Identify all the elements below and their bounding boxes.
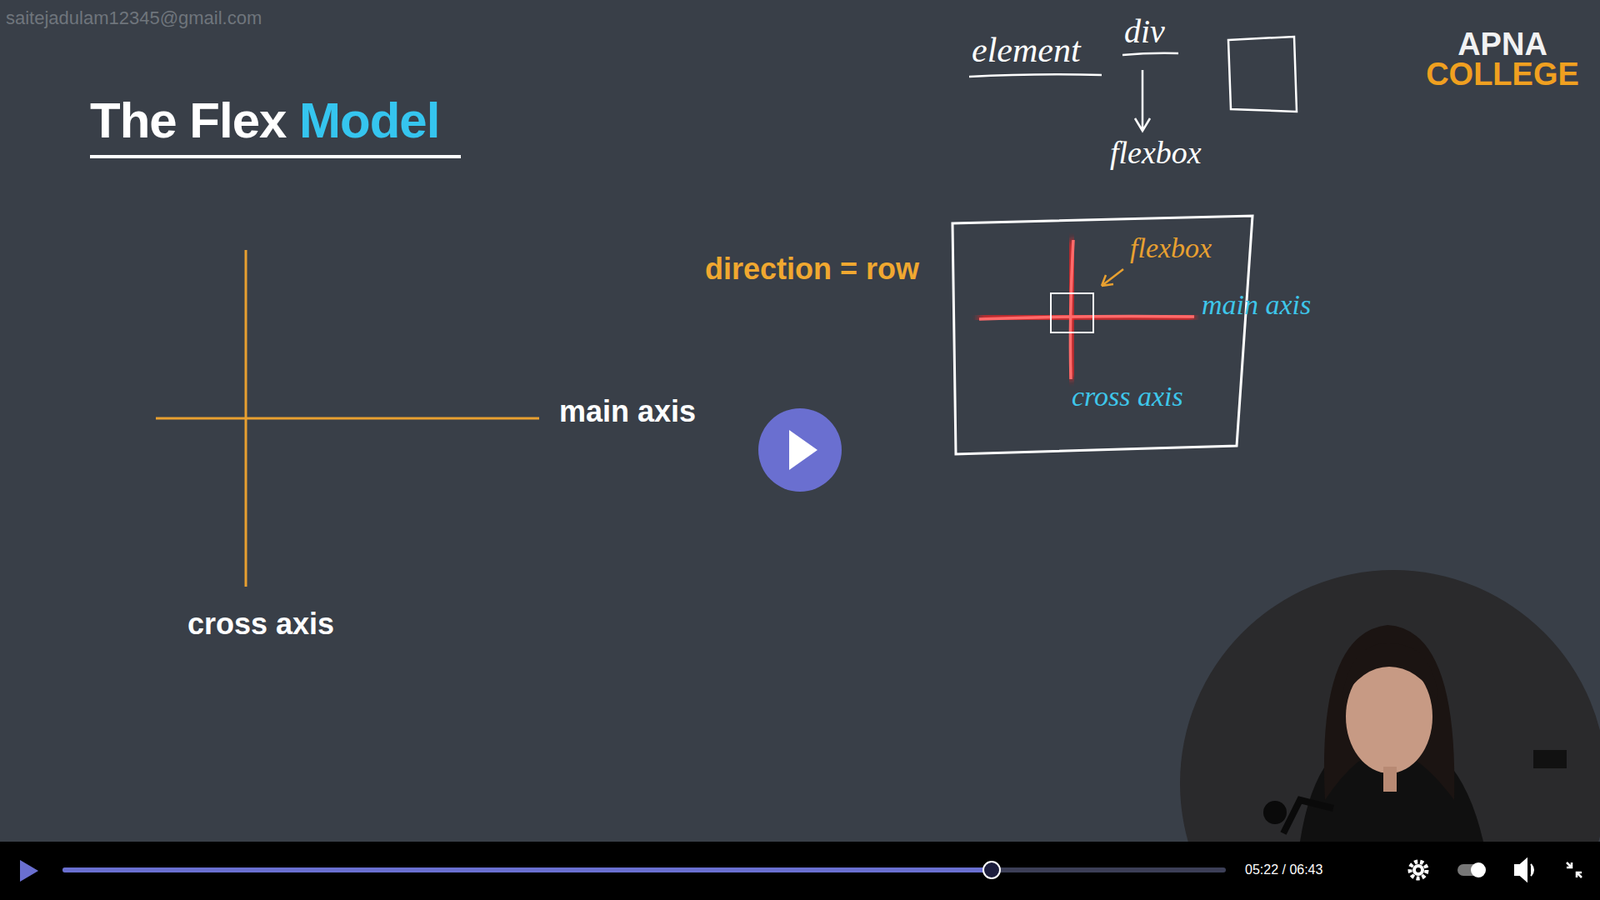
main-axis-line [155,417,540,420]
div-underline [1122,53,1179,55]
element-square [1228,36,1297,112]
fullscreen-icon [1566,862,1582,878]
title-word: Model [299,92,440,149]
axis-label: cross axis [187,607,335,641]
time-display: 05:22 / 06:43 [1245,862,1323,878]
progress-knob [983,861,1000,879]
handwritten-note: element [971,30,1081,70]
title-underline [90,155,461,159]
handwritten-note: cross axis [1071,380,1184,412]
control-bar [0,841,1600,900]
speed-toggle [1457,862,1486,878]
handwritten-note: flexbox [1110,135,1202,171]
title-word: Flex [189,92,300,149]
flex-item-square [1050,293,1094,333]
progress-fill [62,867,992,873]
volume-icon [1515,859,1534,881]
progress-track [62,867,1226,873]
flexbox-container [952,215,1253,455]
watermark: saitejadulam12345@gmail.com [5,8,262,29]
handwritten-note: flexbox [1130,232,1212,264]
play-button [758,408,842,492]
settings-icon [1410,861,1427,879]
play-icon [789,430,818,470]
presenter-cam [1180,570,1600,842]
direction-label: direction = row [705,252,920,286]
bar-play-icon [20,860,39,882]
down-arrow [1135,70,1150,131]
axis-label: main axis [559,395,696,429]
slide-title: The Flex Model [90,93,440,149]
flexbox-pointer [1101,269,1124,286]
logo-text: COLLEGE [1425,57,1580,93]
handwritten-note: main axis [1201,289,1311,320]
title-word: The [90,92,190,149]
element-underline [969,74,1102,77]
handwritten-note: div [1124,13,1165,50]
